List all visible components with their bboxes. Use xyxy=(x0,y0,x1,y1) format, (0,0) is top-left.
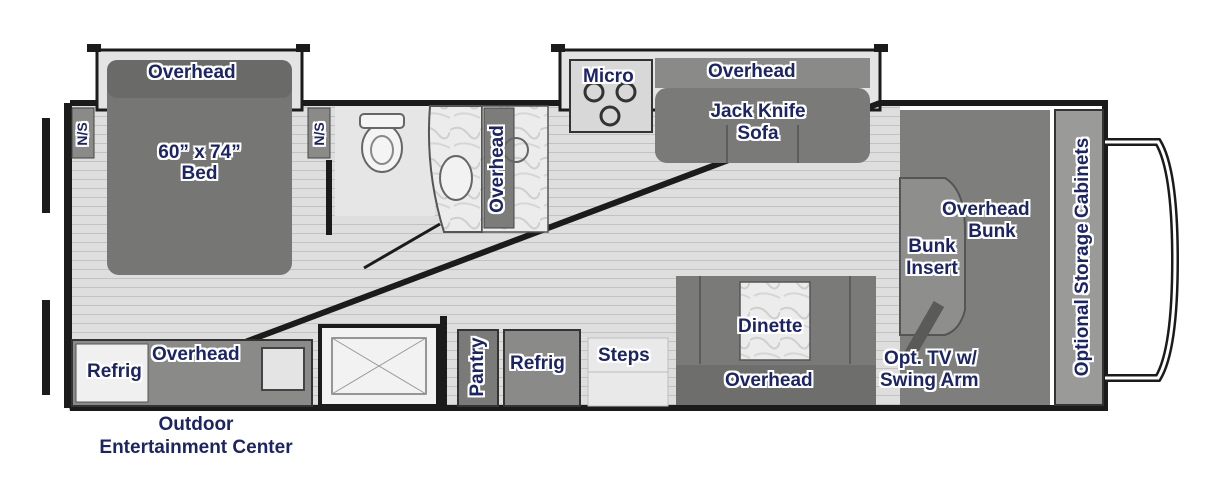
bath-overhead-label: Overhead xyxy=(487,125,508,213)
bunk-insert-label-line1: Bunk xyxy=(908,236,956,257)
shower xyxy=(318,324,440,408)
pantry xyxy=(457,329,499,407)
overhead-bunk-label-line2: Bunk xyxy=(968,221,1016,242)
bed-label: Bed xyxy=(181,163,218,184)
outdoor-center-label-line2: Entertainment Center xyxy=(99,437,293,458)
bed xyxy=(107,60,292,275)
stove xyxy=(569,59,653,133)
nightstand-left-label: N/S xyxy=(74,122,90,146)
bathroom-door xyxy=(363,222,441,270)
dinette-table xyxy=(739,281,811,361)
nightstand-right xyxy=(307,107,331,159)
bunk-insert-label-line2: Insert xyxy=(906,258,958,279)
jack-knife-sofa xyxy=(655,88,870,163)
nightstand-right-label: N/S xyxy=(311,122,327,146)
sofa-label-line1: Jack Knife xyxy=(710,101,806,122)
sofa-label-line2: Sofa xyxy=(737,123,779,144)
nightstand-left xyxy=(71,107,95,159)
refrigerator-label: Refrig xyxy=(510,353,565,374)
dinette-overhead-label: Overhead xyxy=(725,370,813,391)
outdoor-overhead-label: Overhead xyxy=(152,344,240,365)
tv-label-line2: Swing Arm xyxy=(880,370,979,391)
tv-label-line1: Opt. TV w/ xyxy=(884,348,977,369)
refrigerator xyxy=(503,329,581,407)
windshield xyxy=(1105,138,1180,382)
storage-cabinets xyxy=(1054,109,1104,406)
outdoor-sink xyxy=(261,347,305,391)
bunk-insert xyxy=(899,177,966,336)
sofa-overhead-label: Overhead xyxy=(708,61,796,82)
steps-label: Steps xyxy=(598,345,650,366)
outdoor-center-label-line1: Outdoor xyxy=(158,414,234,435)
sofa-overhead-cabinet xyxy=(655,58,870,88)
pantry-label: Pantry xyxy=(467,337,488,397)
exterior-wall xyxy=(68,100,1108,411)
storage-cabinets-label: Optional Storage Cabinets xyxy=(1072,137,1093,377)
microwave-label: Micro xyxy=(583,66,634,87)
outdoor-refrig-label: Refrig xyxy=(87,361,142,382)
dinette-label: Dinette xyxy=(738,316,803,337)
bed-size-label: 60” x 74” xyxy=(158,142,241,163)
bedroom-overhead-label: Overhead xyxy=(148,62,236,83)
overhead-bunk-label-line1: Overhead xyxy=(942,199,1030,220)
